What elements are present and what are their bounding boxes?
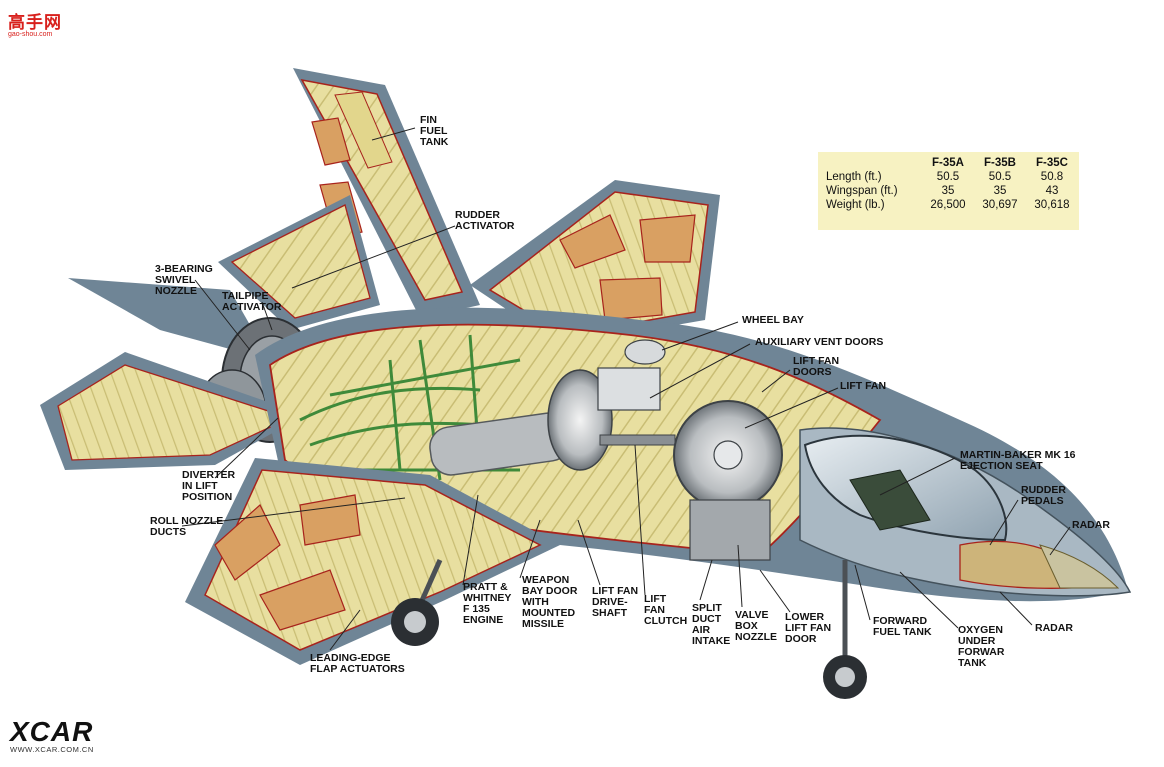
spec-table: F-35A F-35B F-35C Length (ft.) 50.5 50.5… — [824, 156, 1078, 212]
spec-row-label: Wingspan (ft.) — [826, 185, 898, 197]
label-lift-fan-clutch: LIFT FAN CLUTCH — [644, 593, 688, 627]
leader-lines — [181, 127, 1071, 651]
spec-table-header-row: F-35A F-35B F-35C — [824, 156, 1078, 170]
label-auxiliary-vent-doors: AUXILIARY VENT DOORS — [755, 336, 884, 348]
label-diverter: DIVERTER IN LIFT POSITION — [182, 469, 236, 503]
lower-stabilizer — [40, 352, 305, 470]
top-watermark-brand: 高手网 — [8, 13, 62, 32]
label-leading-edge-flap-actuators: LEADING-EDGE FLAP ACTUATORS — [310, 652, 405, 675]
lower-wing — [185, 458, 560, 665]
spec-cell: 43 — [1045, 185, 1059, 197]
label-lift-fan-drive-shaft: LIFT FAN DRIVE- SHAFT — [592, 585, 639, 619]
label-fin-fuel-tank: FIN FUEL TANK — [420, 114, 449, 148]
spec-cell: 26,500 — [930, 199, 966, 211]
bottom-watermark-brand: XCAR — [10, 716, 94, 747]
spec-row-length: Length (ft.) 50.5 50.5 50.8 — [824, 170, 1078, 184]
spec-cell: 35 — [941, 185, 955, 197]
label-rudder-pedals: RUDDER PEDALS — [1021, 484, 1066, 507]
spec-cell: 50.5 — [936, 171, 960, 183]
top-watermark-url: gao-shou.com — [8, 31, 53, 38]
bottom-watermark-url: WWW.XCAR.COM.CN — [10, 745, 94, 754]
label-weapon-bay-door: WEAPON BAY DOOR WITH MOUNTED MISSILE — [522, 574, 578, 630]
label-radar-lower: RADAR — [1035, 622, 1073, 634]
upper-stabilizer — [218, 195, 380, 330]
spec-cell: 30,618 — [1034, 199, 1070, 211]
spec-header-f35a: F-35A — [932, 157, 964, 169]
spec-cell: 50.5 — [988, 171, 1012, 183]
spec-row-label: Length (ft.) — [826, 171, 882, 183]
spec-table-panel: F-35A F-35B F-35C Length (ft.) 50.5 50.5… — [818, 152, 1079, 230]
vertical-fin — [293, 68, 480, 318]
label-valve-box-nozzle: VALVE BOX NOZZLE — [735, 609, 777, 643]
label-oxygen-tank: OXYGEN UNDER FORWAR TANK — [958, 624, 1005, 669]
label-ejection-seat: MARTIN-BAKER MK 16 EJECTION SEAT — [960, 449, 1076, 472]
label-wheel-bay: WHEEL BAY — [742, 314, 804, 326]
label-rudder-activator: RUDDER ACTIVATOR — [455, 209, 515, 232]
nose-landing-gear — [823, 560, 867, 699]
label-pratt-whitney-engine: PRATT & WHITNEY F 135 ENGINE — [463, 581, 512, 626]
spec-header-f35b: F-35B — [984, 157, 1016, 169]
spec-header-f35c: F-35C — [1036, 157, 1068, 169]
spec-row-wingspan: Wingspan (ft.) 35 35 43 — [824, 184, 1078, 198]
spec-row-label: Weight (lb.) — [826, 199, 885, 211]
bottom-watermark: XCAR WWW.XCAR.COM.CN — [10, 716, 94, 754]
nose-section — [799, 427, 1132, 597]
label-roll-nozzle-ducts: ROLL NOZZLE DUCTS — [150, 515, 224, 538]
label-lift-fan-doors: LIFT FAN DOORS — [793, 355, 840, 378]
main-landing-gear — [391, 558, 443, 646]
spec-header-blank — [824, 156, 922, 170]
spec-cell: 30,697 — [982, 199, 1018, 211]
label-3-bearing-swivel-nozzle: 3-BEARING SWIVEL NOZZLE — [155, 263, 213, 297]
top-watermark: 高手网 gao-shou.com — [8, 8, 62, 38]
label-lower-lift-fan-door: LOWER LIFT FAN DOOR — [785, 611, 832, 645]
label-tailpipe-activator: TAILPIPE ACTIVATOR — [222, 290, 282, 313]
upper-wing — [470, 180, 720, 345]
spec-cell: 35 — [993, 185, 1007, 197]
spec-cell: 50.8 — [1040, 171, 1064, 183]
label-radar-upper: RADAR — [1072, 519, 1110, 531]
label-forward-fuel-tank: FORWARD FUEL TANK — [873, 615, 932, 638]
label-lift-fan: LIFT FAN — [840, 380, 887, 392]
spec-row-weight: Weight (lb.) 26,500 30,697 30,618 — [824, 198, 1078, 212]
label-split-duct-air-intake: SPLIT DUCT AIR INTAKE — [692, 602, 731, 647]
